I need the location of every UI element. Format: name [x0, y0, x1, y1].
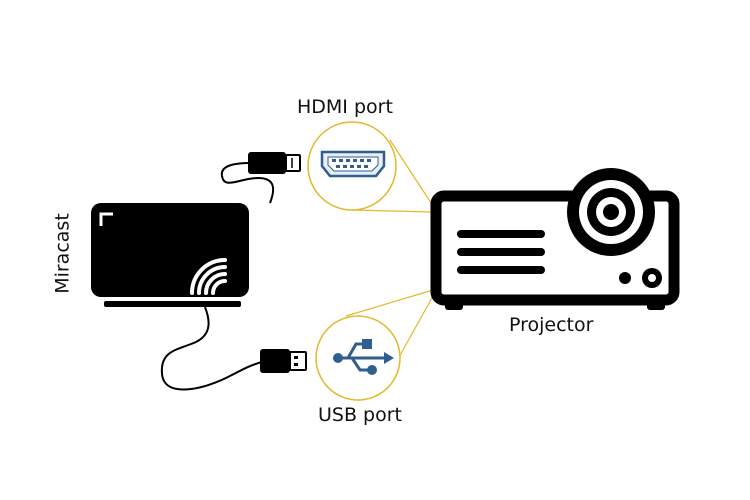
projector-icon	[430, 168, 680, 310]
hdmi-cable	[220, 152, 301, 204]
hdmi-plug-icon	[248, 152, 301, 174]
projector-label: Projector	[509, 314, 594, 336]
projector-vents	[457, 230, 545, 274]
wireless-signal-icon	[190, 258, 227, 295]
hdmi-port-label: HDMI port	[297, 96, 393, 118]
usb-symbol-icon	[333, 339, 394, 375]
usb-port-callout	[315, 315, 401, 401]
miracast-dongle	[91, 203, 249, 307]
hdmi-port-callout	[307, 121, 397, 211]
hdmi-port-icon	[320, 150, 386, 178]
usb-plug-icon	[260, 349, 307, 373]
usb-cable	[160, 306, 307, 391]
miracast-label: Miracast	[51, 213, 74, 294]
usb-port-label: USB port	[318, 404, 402, 426]
hdmi-callout-lines	[351, 139, 434, 213]
